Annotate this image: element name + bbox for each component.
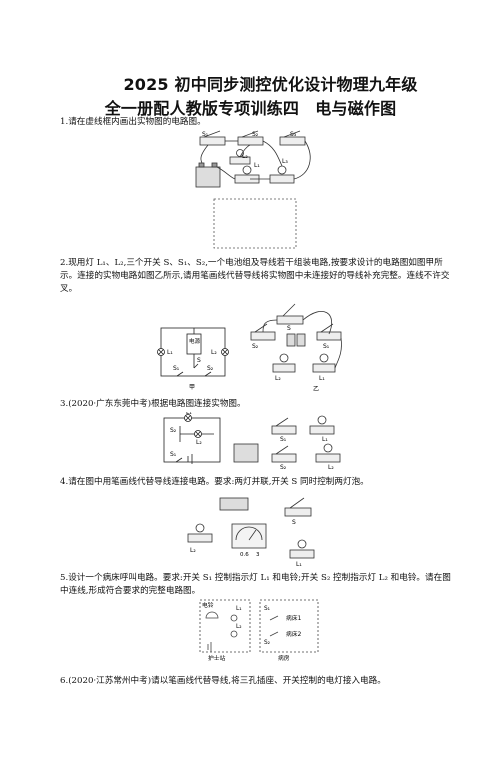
fig4-label: 3: [256, 552, 260, 558]
fig2a-label: L₁: [167, 349, 173, 356]
fig2b-label: S: [287, 325, 291, 332]
question-5: 5.设计一个病床呼叫电路。要求:开关 S₁ 控制指示灯 L₁ 和电铃;开关 S₂…: [60, 573, 451, 596]
fig3a-label: L₂: [196, 439, 202, 446]
answer-box-dashed[interactable]: [213, 198, 297, 249]
fig1-label: L₁: [254, 162, 260, 169]
fig4-label: 0.6: [240, 552, 249, 558]
fig4-label: L₁: [296, 561, 302, 568]
figure-3a-circuit-diagram: L₁ S₂ L₂ S₁: [163, 412, 221, 464]
fig2a-label: 电源: [189, 337, 201, 345]
figure-2a-circuit-diagram: 电源 L₁ L₂ S₁ S S₂ 甲: [157, 327, 229, 391]
figure-3b-physical-circuit: S₁ L₁ S₂ L₂: [233, 415, 341, 471]
question-3: 3.(2020·广东东莞中考)根据电路图连接实物图。: [60, 399, 246, 409]
question-6: 6.(2020·江苏常州中考)请以笔画线代替导线,将三孔插座、开关控制的电灯接入…: [60, 676, 386, 686]
question-4: 4.请在图中用笔画线代替导线连接电路。要求:两灯并联,开关 S 同时控制两灯泡。: [60, 477, 369, 487]
fig4-label: L₂: [190, 547, 196, 554]
fig1-label: L₂: [242, 153, 248, 160]
fig5-label: 电铃: [202, 601, 214, 609]
fig3a-label: S₂: [170, 427, 177, 434]
page-title-line2: 全一册配人教版专项训练四 电与磁作图: [104, 99, 397, 118]
fig5-label: S₁: [264, 606, 270, 612]
fig2b-label: S₁: [323, 343, 330, 350]
fig5-label: L₁: [236, 606, 242, 612]
fig3b-label: L₁: [322, 436, 328, 443]
fig5-label: 病床2: [286, 630, 302, 638]
fig5-label: S₂: [264, 640, 270, 646]
fig3a-label: L₁: [186, 412, 192, 416]
fig5-label: L₂: [236, 624, 242, 630]
fig2a-label: S: [197, 357, 201, 364]
fig3b-label: S₂: [280, 464, 287, 471]
fig2b-label: L₂: [275, 375, 281, 382]
fig2a-label: S₂: [207, 365, 214, 372]
question-1: 1.请在虚线框内画出实物图的电路图。: [60, 117, 206, 127]
fig3b-label: L₂: [328, 464, 334, 471]
fig5-label: 病房: [278, 654, 290, 662]
fig4-label: S: [292, 519, 296, 526]
fig5-label: 病床1: [286, 614, 302, 622]
fig3b-label: S₁: [280, 436, 287, 443]
fig2a-label: 甲: [189, 384, 195, 391]
fig5-label: 护士站: [208, 654, 226, 662]
figure-5-call-circuit: 电铃 L₁ L₂ S₁ 病床1 S₂ 病床2 护士站 病房: [199, 599, 319, 662]
question-2: 2.现用灯 L₁、L₂,三个开关 S、S₁、S₂,一个电池组及导线若干组装电路,…: [60, 258, 450, 294]
fig1-label: S₂: [252, 131, 259, 138]
page-title-line1: 2025 初中同步测控优化设计物理九年级: [123, 75, 418, 94]
fig1-label: S₃: [290, 131, 297, 138]
fig2b-label: 乙: [313, 386, 319, 393]
figure-2b-physical-circuit: S S₂ S₁ L₂ L₁ 乙: [250, 303, 342, 393]
fig3a-label: S₁: [170, 451, 177, 458]
fig2b-label: S₂: [252, 343, 259, 350]
fig1-label: L₃: [282, 158, 288, 165]
fig2a-label: S₁: [173, 365, 180, 372]
fig1-label: S₁: [202, 131, 209, 138]
figure-1-circuit: S₁ S₂ S₃ L₂ L₁ L₃: [195, 130, 311, 188]
figure-4-circuit: S L₂ L₁ 0.6 3: [187, 497, 315, 568]
fig2b-label: L₁: [319, 375, 325, 382]
fig2a-label: L₂: [211, 349, 217, 356]
